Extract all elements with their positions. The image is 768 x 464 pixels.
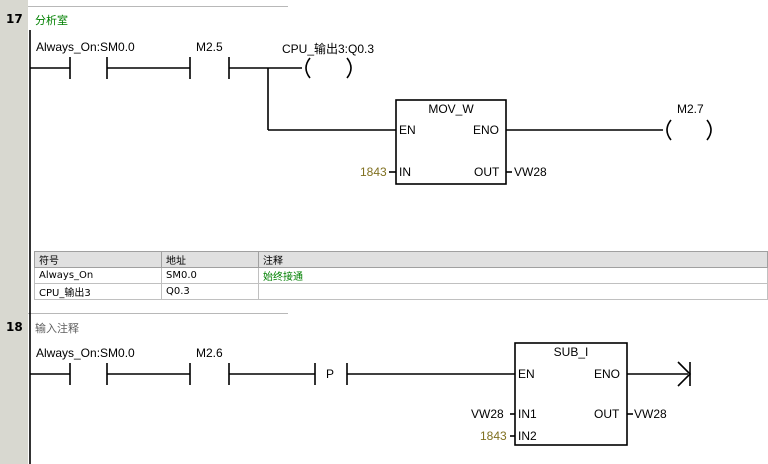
symbol-cell: CPU_输出3: [34, 283, 162, 300]
sub-i-en-pin: EN: [518, 367, 535, 381]
network-17-number: 17: [6, 12, 23, 26]
edge-contact-label: P: [326, 367, 335, 381]
symbol-header: 符号: [34, 251, 162, 268]
coil-label-q0-3[interactable]: CPU_输出3:Q0.3: [282, 42, 375, 56]
coil-label-m2-7[interactable]: M2.7: [677, 102, 704, 116]
sub-i-in2-value[interactable]: 1843: [480, 429, 507, 443]
network-18-separator: [28, 313, 288, 314]
comment-cell: [258, 283, 768, 300]
contact-label-m2-6[interactable]: M2.6: [196, 346, 223, 360]
mov-w-out-value[interactable]: VW28: [514, 165, 547, 179]
sub-i-eno-pin: ENO: [594, 367, 621, 381]
contact-label-always-on-17[interactable]: Always_On:SM0.0: [36, 40, 135, 54]
mov-w-in-value[interactable]: 1843: [360, 165, 387, 179]
mov-w-box: [395, 99, 507, 185]
comment-cell: 始终接通: [258, 267, 768, 284]
address-cell: Q0.3: [161, 283, 259, 300]
address-header: 地址: [161, 251, 259, 268]
symbol-table-header: 符号 地址 注释: [34, 251, 768, 268]
coil-m2-7: [666, 119, 712, 141]
mov-w-eno-pin: ENO: [473, 123, 500, 137]
address-cell: SM0.0: [161, 267, 259, 284]
network-gutter: [0, 0, 28, 464]
symbol-table: 符号 地址 注释 Always_On SM0.0 始终接通 CPU_输出3 Q0…: [34, 251, 768, 300]
contact-always-on-17: [69, 57, 108, 79]
coil-q0-3: [305, 57, 352, 79]
contact-m2-5: [189, 57, 230, 79]
contact-always-on-18: [69, 363, 108, 385]
contact-label-always-on-18[interactable]: Always_On:SM0.0: [36, 346, 135, 360]
sub-i-box: [514, 342, 628, 446]
contact-m2-6: [189, 363, 230, 385]
mov-w-in-pin: IN: [399, 165, 411, 179]
network-18-number: 18: [6, 320, 23, 334]
symbol-cell: Always_On: [34, 267, 162, 284]
box-title-mov-w: MOV_W: [428, 102, 474, 116]
network-18-title[interactable]: 输入注释: [35, 322, 79, 335]
sub-i-out-value[interactable]: VW28: [634, 407, 667, 421]
network-17-title[interactable]: 分析室: [35, 14, 68, 27]
mov-w-out-pin: OUT: [474, 165, 500, 179]
box-title-sub-i: SUB_I: [553, 345, 589, 359]
mov-w-en-pin: EN: [399, 123, 416, 137]
sub-i-in2-pin: IN2: [518, 429, 537, 443]
sub-i-out-pin: OUT: [594, 407, 620, 421]
comment-header: 注释: [258, 251, 768, 268]
output-arrow-icon: [677, 361, 692, 387]
sub-i-in1-pin: IN1: [518, 407, 537, 421]
table-row: Always_On SM0.0 始终接通: [34, 267, 768, 284]
network-17-separator: [28, 6, 288, 7]
sub-i-in1-value[interactable]: VW28: [471, 407, 504, 421]
table-row: CPU_输出3 Q0.3: [34, 283, 768, 300]
contact-label-m2-5[interactable]: M2.5: [196, 40, 223, 54]
